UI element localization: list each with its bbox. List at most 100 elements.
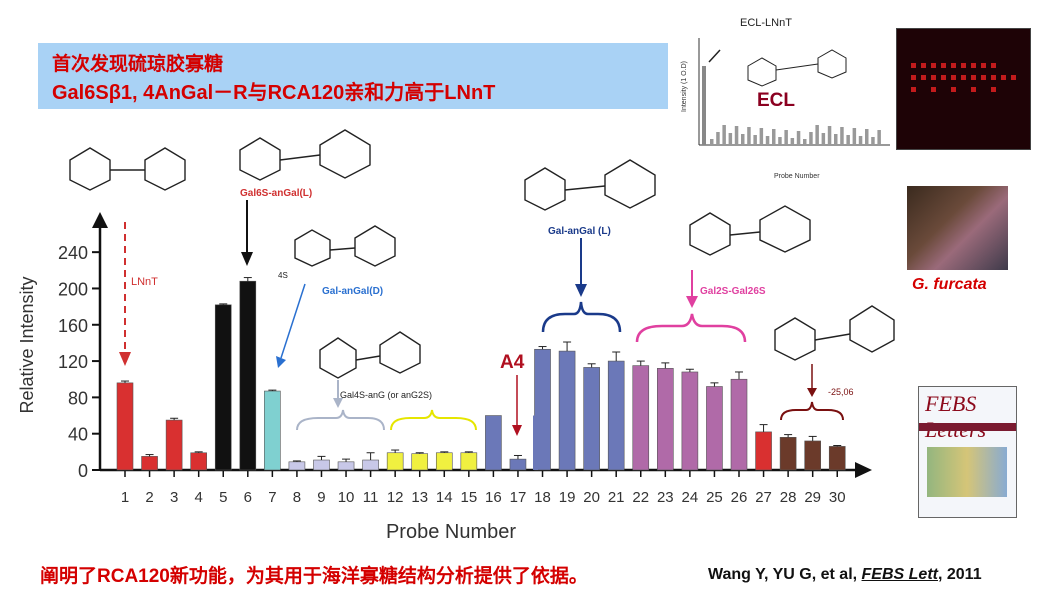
gal6s-label: Gal6S-anGal(L) [240,188,312,199]
inset-bar [827,126,832,145]
a4-label: A4 [500,352,525,373]
citation: Wang Y, YU G, et al, FEBS Lett, 2011 [708,566,982,584]
inset-bar [852,128,857,145]
x-tick-label: 14 [436,489,453,506]
structure-27-30 [774,305,895,361]
bar [337,461,355,471]
bar [411,453,429,471]
journal-cover-band [919,423,1016,431]
inset-bar [702,66,706,145]
inset-bar [821,133,826,145]
bar [828,446,846,471]
citation-authors: Wang Y, YU G, et al, [708,566,862,583]
y-axis-arrow [92,212,108,228]
x-tick-label: 9 [317,489,325,506]
title-line-2: Gal6Sβ1, 4AnGal－R与RCA120亲和力高于LNnT [52,82,496,104]
inset-bar [772,129,776,145]
x-axis-arrow [855,462,872,478]
x-tick-label: 28 [780,489,797,506]
citation-year: , 2011 [937,566,982,583]
inset-bar [815,125,819,145]
y-tick-label: 200 [58,279,88,299]
blue-bracket [541,301,622,333]
gal6s-arrow-head [241,252,253,266]
inset-bar [809,132,813,145]
pink-bracket [635,313,747,343]
inset-bar [865,129,869,145]
x-tick-label: 29 [804,489,821,506]
x-tick-label: 18 [534,489,551,506]
yellow-bracket [390,409,477,431]
y-tick-label: 0 [78,461,88,481]
microarray-image [896,28,1031,150]
inset-title: ECL-LNnT [740,17,792,29]
inset-bar [778,137,782,145]
bar [165,419,183,471]
brown-label: -25,06 [828,387,854,397]
x-tick-label: 22 [632,489,649,506]
structure-galangal-d [294,225,396,267]
x-tick-label: 25 [706,489,723,506]
inset-bar [803,139,807,145]
ecl-label: ECL [757,90,795,111]
inset-bar [858,136,863,145]
gal2s-arrow-head [686,296,698,308]
brown-arrow-head [807,388,817,397]
structure-lnnt [69,147,186,191]
bar [804,440,821,471]
bar [239,280,257,471]
bar [681,371,699,471]
x-tick-label: 13 [411,489,428,506]
x-tick-label: 21 [608,489,625,506]
bar [583,367,600,471]
x-tick-label: 12 [387,489,404,506]
structure-4s-label: 4S [278,271,288,280]
inset-bar [765,136,770,145]
a4-arrow-head [512,425,522,436]
x-tick-label: 7 [268,489,276,506]
bar [190,452,207,471]
microarray-spots [911,63,1016,92]
inset-bar [747,127,751,145]
inset-bar [790,138,795,145]
galangal-l-label: Gal-anGal (L) [548,226,611,237]
x-tick-label: 17 [510,489,527,506]
y-tick-label: 40 [68,425,88,445]
inset-bar [734,126,739,145]
inset-structure [747,49,847,87]
lnnt-label: LNnT [131,276,158,288]
a4-bar [533,415,538,470]
bar [485,415,502,471]
x-tick-label: 2 [145,489,153,506]
y-tick-label: 80 [68,388,88,408]
bars [116,277,846,471]
bar [214,304,232,471]
inset-bar [846,135,850,145]
bar [607,360,625,471]
x-tick-label: 20 [583,489,600,506]
inset-bar [871,137,875,145]
bar [779,437,797,471]
y-axis-label: Relative Intensity [17,276,37,413]
bar [435,452,453,471]
title-line-1: 首次发现硫琼胶寡糖 [52,54,224,75]
bar [362,459,379,471]
structure-galangal-l [524,159,656,211]
conclusion-text: 阐明了RCA120新功能，为其用于海洋寡糖结构分析提供了依据。 [40,566,588,587]
x-tick-label: 11 [363,489,379,506]
x-tick-label: 5 [219,489,227,506]
galangal-d-label: Gal-anGal(D) [322,286,383,297]
seaweed-photo [907,186,1008,270]
bar [657,368,674,471]
title-box: 首次发现硫琼胶寡糖 Gal6Sβ1, 4AnGal－R与RCA120亲和力高于L… [38,43,668,109]
x-tick-label: 10 [338,489,355,506]
bar [141,456,158,471]
inset-bars [710,125,881,145]
inset-bar [877,130,881,145]
gal4s-arrow-head [333,398,343,408]
gal4s-label: Gal4S-anG (or anG2S) [340,390,432,400]
bar [116,382,134,471]
x-axis-label: Probe Number [386,521,516,543]
galangal-d-arrow-head [276,356,286,368]
inset-bar [784,130,788,145]
